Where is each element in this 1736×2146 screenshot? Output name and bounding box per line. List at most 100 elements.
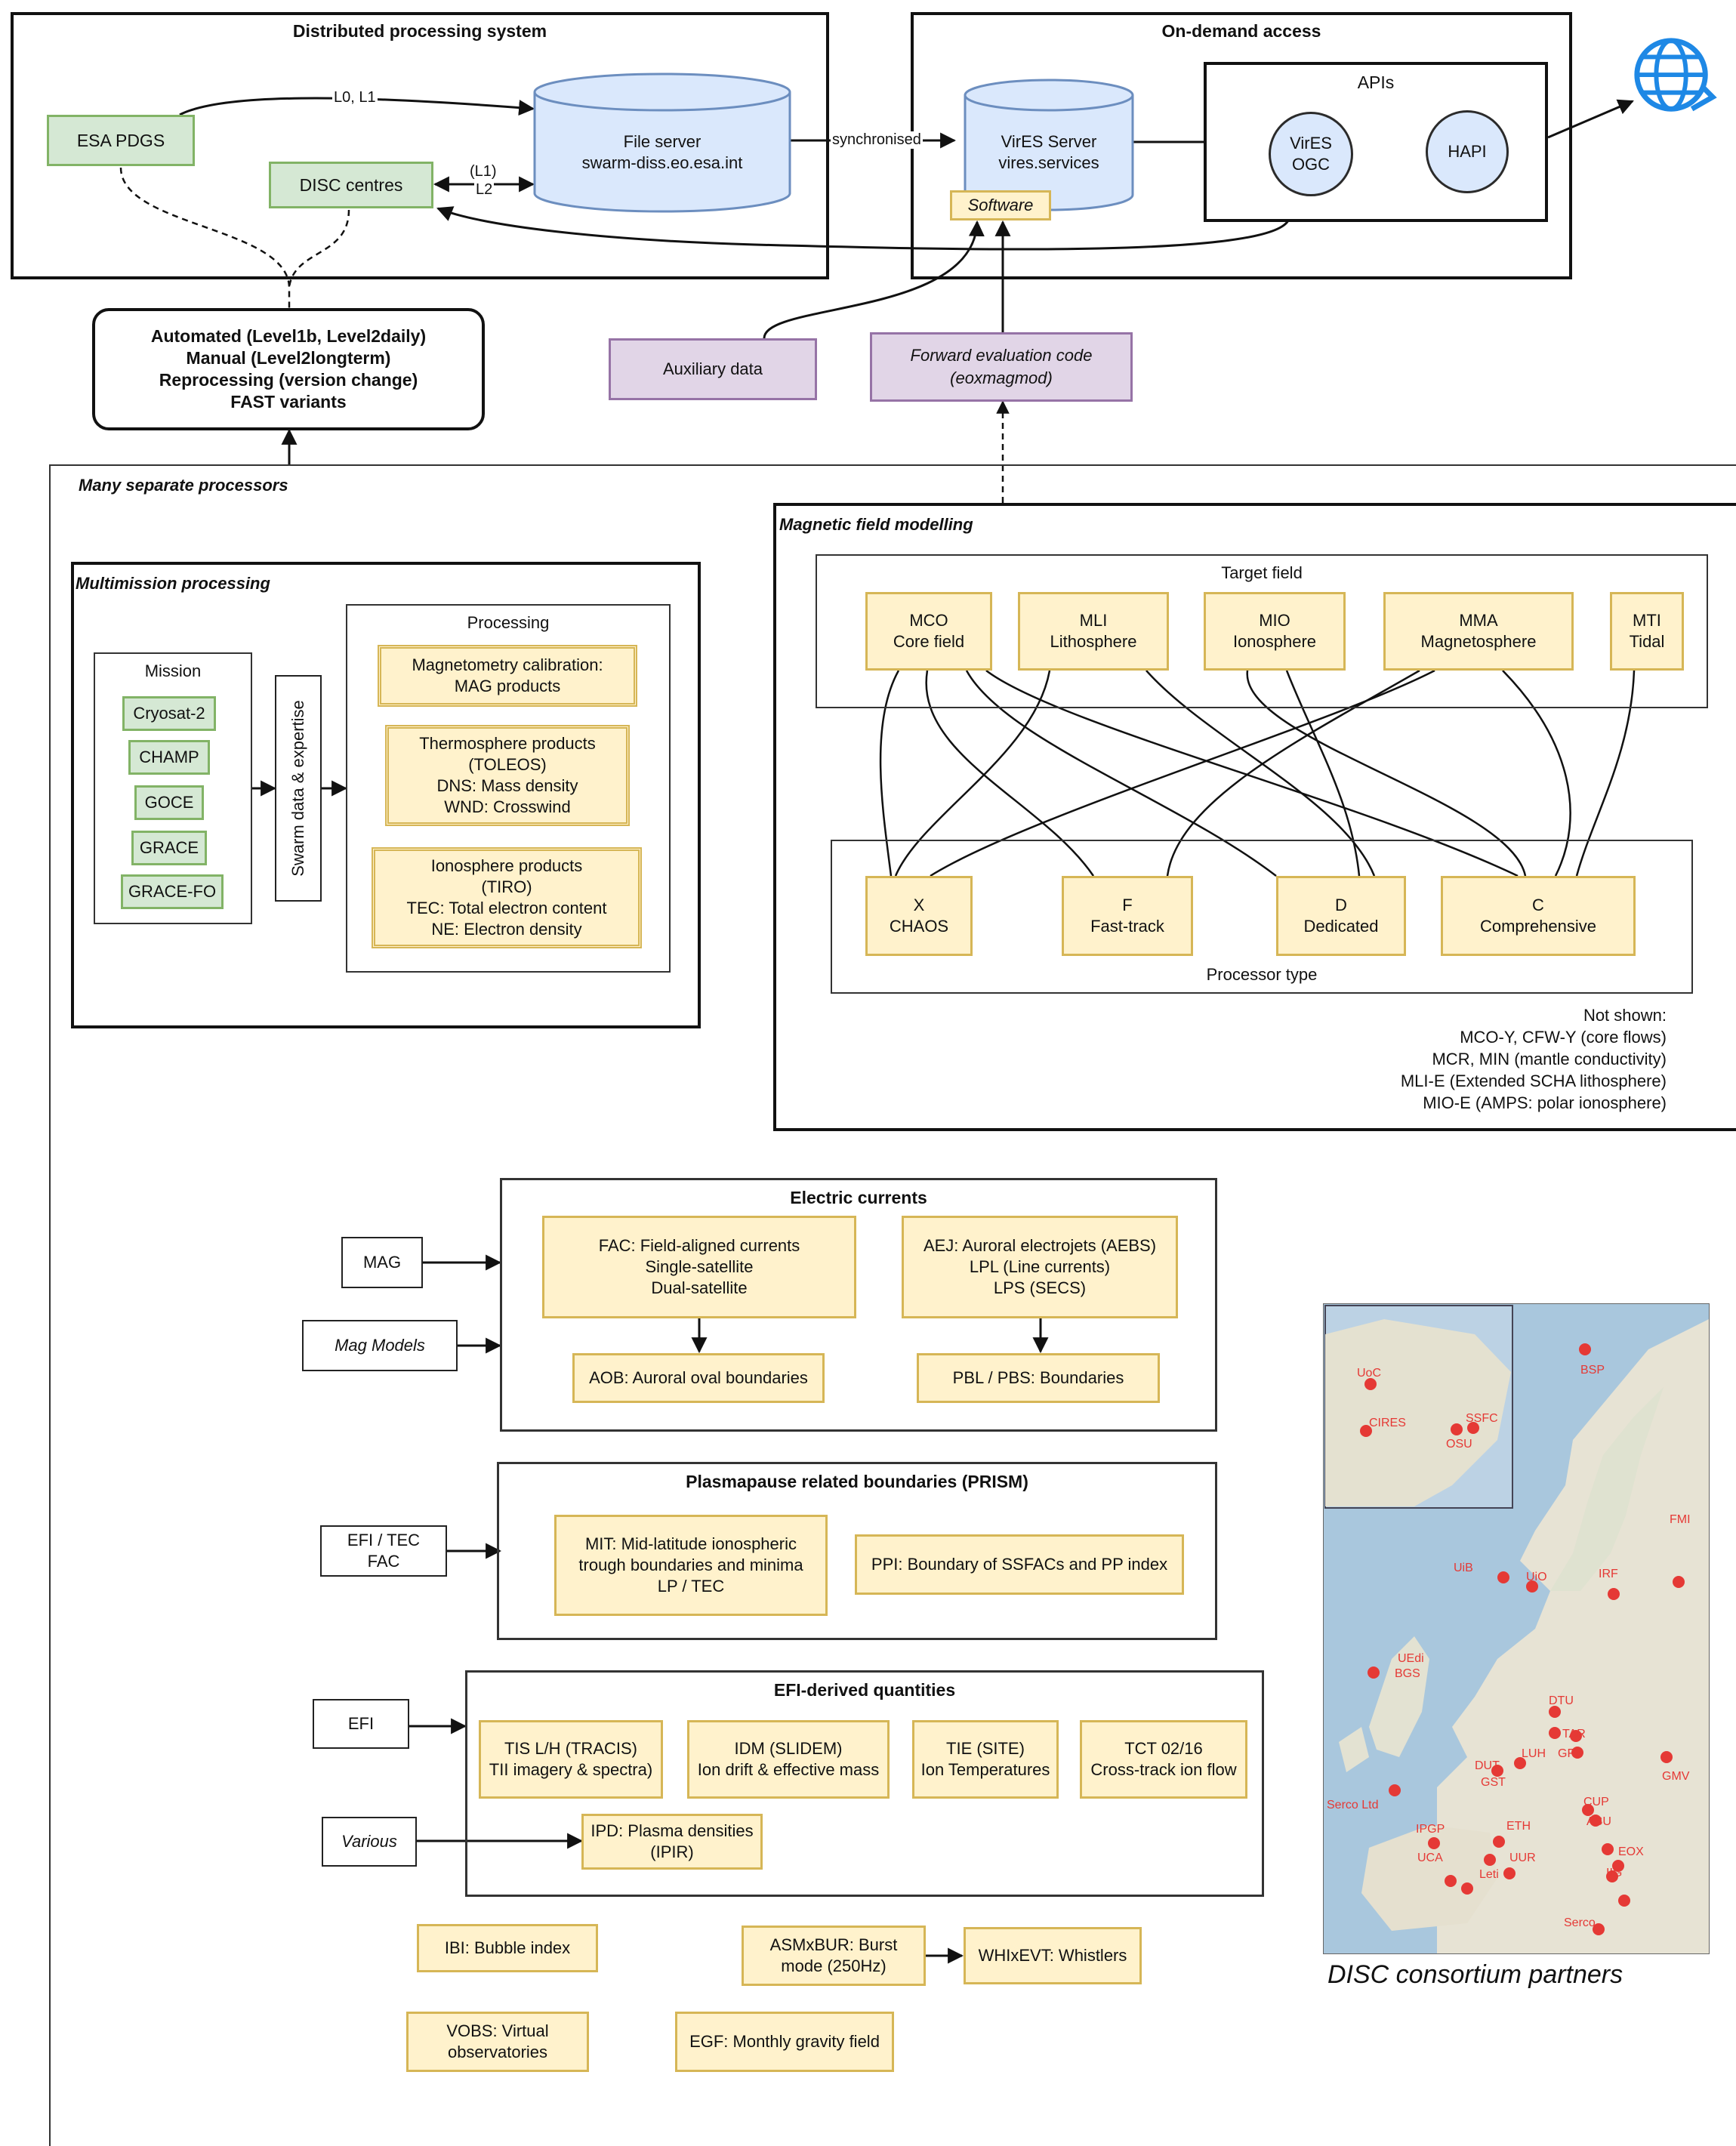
processor-type-title: Processor type bbox=[1206, 965, 1318, 984]
fac-line2: Single-satellite bbox=[645, 1257, 754, 1276]
not-shown-item: MLI-E (Extended SCHA lithosphere) bbox=[1400, 1071, 1667, 1090]
mission-cryosat[interactable]: Cryosat-2 bbox=[122, 696, 216, 731]
processor-x[interactable]: X CHAOS bbox=[865, 876, 973, 956]
input-mag-models[interactable]: Mag Models bbox=[302, 1320, 458, 1371]
processor-c[interactable]: C Comprehensive bbox=[1441, 876, 1636, 956]
auxiliary-data-node[interactable]: Auxiliary data bbox=[609, 338, 817, 400]
processing-title: Processing bbox=[467, 613, 550, 632]
vires-server-db[interactable] bbox=[964, 79, 1134, 211]
tie-line1: TIE (SITE) bbox=[946, 1739, 1025, 1758]
ibi-node[interactable]: IBI: Bubble index bbox=[417, 1924, 598, 1972]
mission-grace-fo[interactable]: GRACE-FO bbox=[121, 874, 224, 909]
thermo-line2: (TOLEOS) bbox=[468, 755, 547, 774]
fac-node[interactable]: FAC: Field-aligned currents Single-satel… bbox=[542, 1216, 856, 1318]
mission-grace[interactable]: GRACE bbox=[131, 831, 207, 865]
apis-frame: APIs bbox=[1204, 62, 1548, 222]
processor-f[interactable]: F Fast-track bbox=[1062, 876, 1193, 956]
processor-d[interactable]: D Dedicated bbox=[1276, 876, 1406, 956]
tie-node[interactable]: TIE (SITE) Ion Temperatures bbox=[912, 1720, 1059, 1799]
target-mco[interactable]: MCO Core field bbox=[865, 592, 992, 671]
mag-products-line2: MAG products bbox=[454, 677, 561, 695]
distributed-processing-frame: Distributed processing system bbox=[11, 12, 829, 279]
esa-pdgs-node[interactable]: ESA PDGS bbox=[47, 115, 195, 166]
mission-title: Mission bbox=[144, 661, 202, 680]
mission-champ[interactable]: CHAMP bbox=[128, 740, 210, 775]
input-mag[interactable]: MAG bbox=[341, 1237, 423, 1288]
partner-label: UiO bbox=[1526, 1571, 1547, 1583]
asm-node[interactable]: ASMxBUR: Burst mode (250Hz) bbox=[742, 1926, 926, 1986]
file-server-label: File server swarm-diss.eo.esa.int bbox=[533, 131, 791, 174]
partner-label: BGS bbox=[1395, 1667, 1420, 1680]
processor-c-name: Comprehensive bbox=[1479, 917, 1597, 936]
swarm-expertise-label: Swarm data & expertise bbox=[288, 700, 308, 877]
idm-line2: Ion drift & effective mass bbox=[697, 1760, 880, 1779]
partner-label: IIG bbox=[1606, 1867, 1622, 1879]
forward-code-node[interactable]: Forward evaluation code (eoxmagmod) bbox=[870, 332, 1133, 402]
aej-line1: AEJ: Auroral electrojets (AEBS) bbox=[923, 1236, 1157, 1255]
vires-ogc-api[interactable]: VirES OGC bbox=[1269, 112, 1353, 196]
ipd-line1: IPD: Plasma densities bbox=[590, 1821, 754, 1840]
input-various[interactable]: Various bbox=[322, 1817, 417, 1867]
input-efi-tec-fac[interactable]: EFI / TEC FAC bbox=[320, 1525, 447, 1577]
disc-centres-node[interactable]: DISC centres bbox=[269, 162, 433, 208]
tis-node[interactable]: TIS L/H (TRACIS) TII imagery & spectra) bbox=[479, 1720, 663, 1799]
vires-server-host: vires.services bbox=[998, 153, 1099, 172]
aob-node[interactable]: AOB: Auroral oval boundaries bbox=[572, 1353, 825, 1403]
processor-d-code: D bbox=[1335, 896, 1347, 914]
processor-c-code: C bbox=[1532, 896, 1544, 914]
tct-node[interactable]: TCT 02/16 Cross-track ion flow bbox=[1080, 1720, 1247, 1799]
ipd-node[interactable]: IPD: Plasma densities (IPIR) bbox=[581, 1814, 763, 1870]
not-shown-list: Not shown: MCO-Y, CFW-Y (core flows) MCR… bbox=[1401, 1004, 1667, 1114]
partner-label: CIRES bbox=[1369, 1417, 1406, 1429]
ppi-node[interactable]: PPI: Boundary of SSFACs and PP index bbox=[855, 1534, 1184, 1595]
processor-x-code: X bbox=[913, 896, 925, 914]
hapi-label: HAPI bbox=[1448, 142, 1487, 161]
pbl-node[interactable]: PBL / PBS: Boundaries bbox=[917, 1353, 1160, 1403]
target-mli-code: MLI bbox=[1079, 611, 1108, 630]
mag-products-node[interactable]: Magnetometry calibration: MAG products bbox=[378, 645, 637, 707]
software-node[interactable]: Software bbox=[950, 190, 1051, 220]
thermosphere-node[interactable]: Thermosphere products (TOLEOS) DNS: Mass… bbox=[385, 725, 630, 826]
target-mco-name: Core field bbox=[893, 632, 965, 651]
tct-line2: Cross-track ion flow bbox=[1090, 1760, 1237, 1779]
mit-line3: LP / TEC bbox=[657, 1577, 725, 1596]
vobs-node[interactable]: VOBS: Virtual observatories bbox=[406, 2012, 589, 2072]
plasmapause-title: Plasmapause related boundaries (PRISM) bbox=[686, 1472, 1028, 1491]
hapi-api[interactable]: HAPI bbox=[1426, 110, 1509, 193]
target-mli-name: Lithosphere bbox=[1050, 632, 1137, 651]
apis-title: APIs bbox=[1357, 72, 1395, 92]
mit-node[interactable]: MIT: Mid-latitude ionospheric trough bou… bbox=[554, 1515, 828, 1616]
tct-line1: TCT 02/16 bbox=[1124, 1739, 1203, 1758]
ondemand-access-title: On-demand access bbox=[1161, 21, 1321, 41]
partner-label: ETH bbox=[1506, 1820, 1531, 1833]
iono-line1: Ionosphere products bbox=[430, 856, 583, 875]
processor-d-name: Dedicated bbox=[1303, 917, 1379, 936]
globe-icon[interactable] bbox=[1630, 32, 1719, 121]
target-mio[interactable]: MIO Ionosphere bbox=[1204, 592, 1346, 671]
mission-goce[interactable]: GOCE bbox=[134, 785, 204, 820]
fac-line1: FAC: Field-aligned currents bbox=[598, 1236, 800, 1255]
whi-node[interactable]: WHIxEVT: Whistlers bbox=[964, 1927, 1142, 1984]
ipd-line2: (IPIR) bbox=[650, 1842, 694, 1861]
target-field-title: Target field bbox=[1221, 563, 1303, 582]
ionosphere-node[interactable]: Ionosphere products (TIRO) TEC: Total el… bbox=[372, 847, 642, 948]
target-mma[interactable]: MMA Magnetosphere bbox=[1383, 592, 1574, 671]
target-mti[interactable]: MTI Tidal bbox=[1610, 592, 1684, 671]
tis-line1: TIS L/H (TRACIS) bbox=[504, 1739, 637, 1758]
partner-label: ASU bbox=[1586, 1815, 1611, 1828]
europe-partner-map: UoC CIRES OSU SSFC BSP FMI UiB UiO IRF U… bbox=[1323, 1303, 1710, 1954]
partner-label: LUH bbox=[1522, 1747, 1546, 1760]
partner-label: GST bbox=[1481, 1776, 1506, 1789]
input-efi[interactable]: EFI bbox=[313, 1699, 409, 1749]
idm-node[interactable]: IDM (SLIDEM) Ion drift & effective mass bbox=[687, 1720, 890, 1799]
partner-label: UCA bbox=[1417, 1852, 1443, 1864]
target-mti-name: Tidal bbox=[1629, 632, 1665, 651]
file-server-db[interactable] bbox=[533, 72, 791, 213]
egf-node[interactable]: EGF: Monthly gravity field bbox=[675, 2012, 894, 2072]
partner-label: DUT bbox=[1475, 1759, 1500, 1772]
target-mli[interactable]: MLI Lithosphere bbox=[1018, 592, 1169, 671]
aej-node[interactable]: AEJ: Auroral electrojets (AEBS) LPL (Lin… bbox=[902, 1216, 1178, 1318]
file-server-host: swarm-diss.eo.esa.int bbox=[581, 153, 743, 172]
partner-label: UUR bbox=[1509, 1852, 1536, 1864]
electric-currents-title: Electric currents bbox=[790, 1188, 927, 1207]
